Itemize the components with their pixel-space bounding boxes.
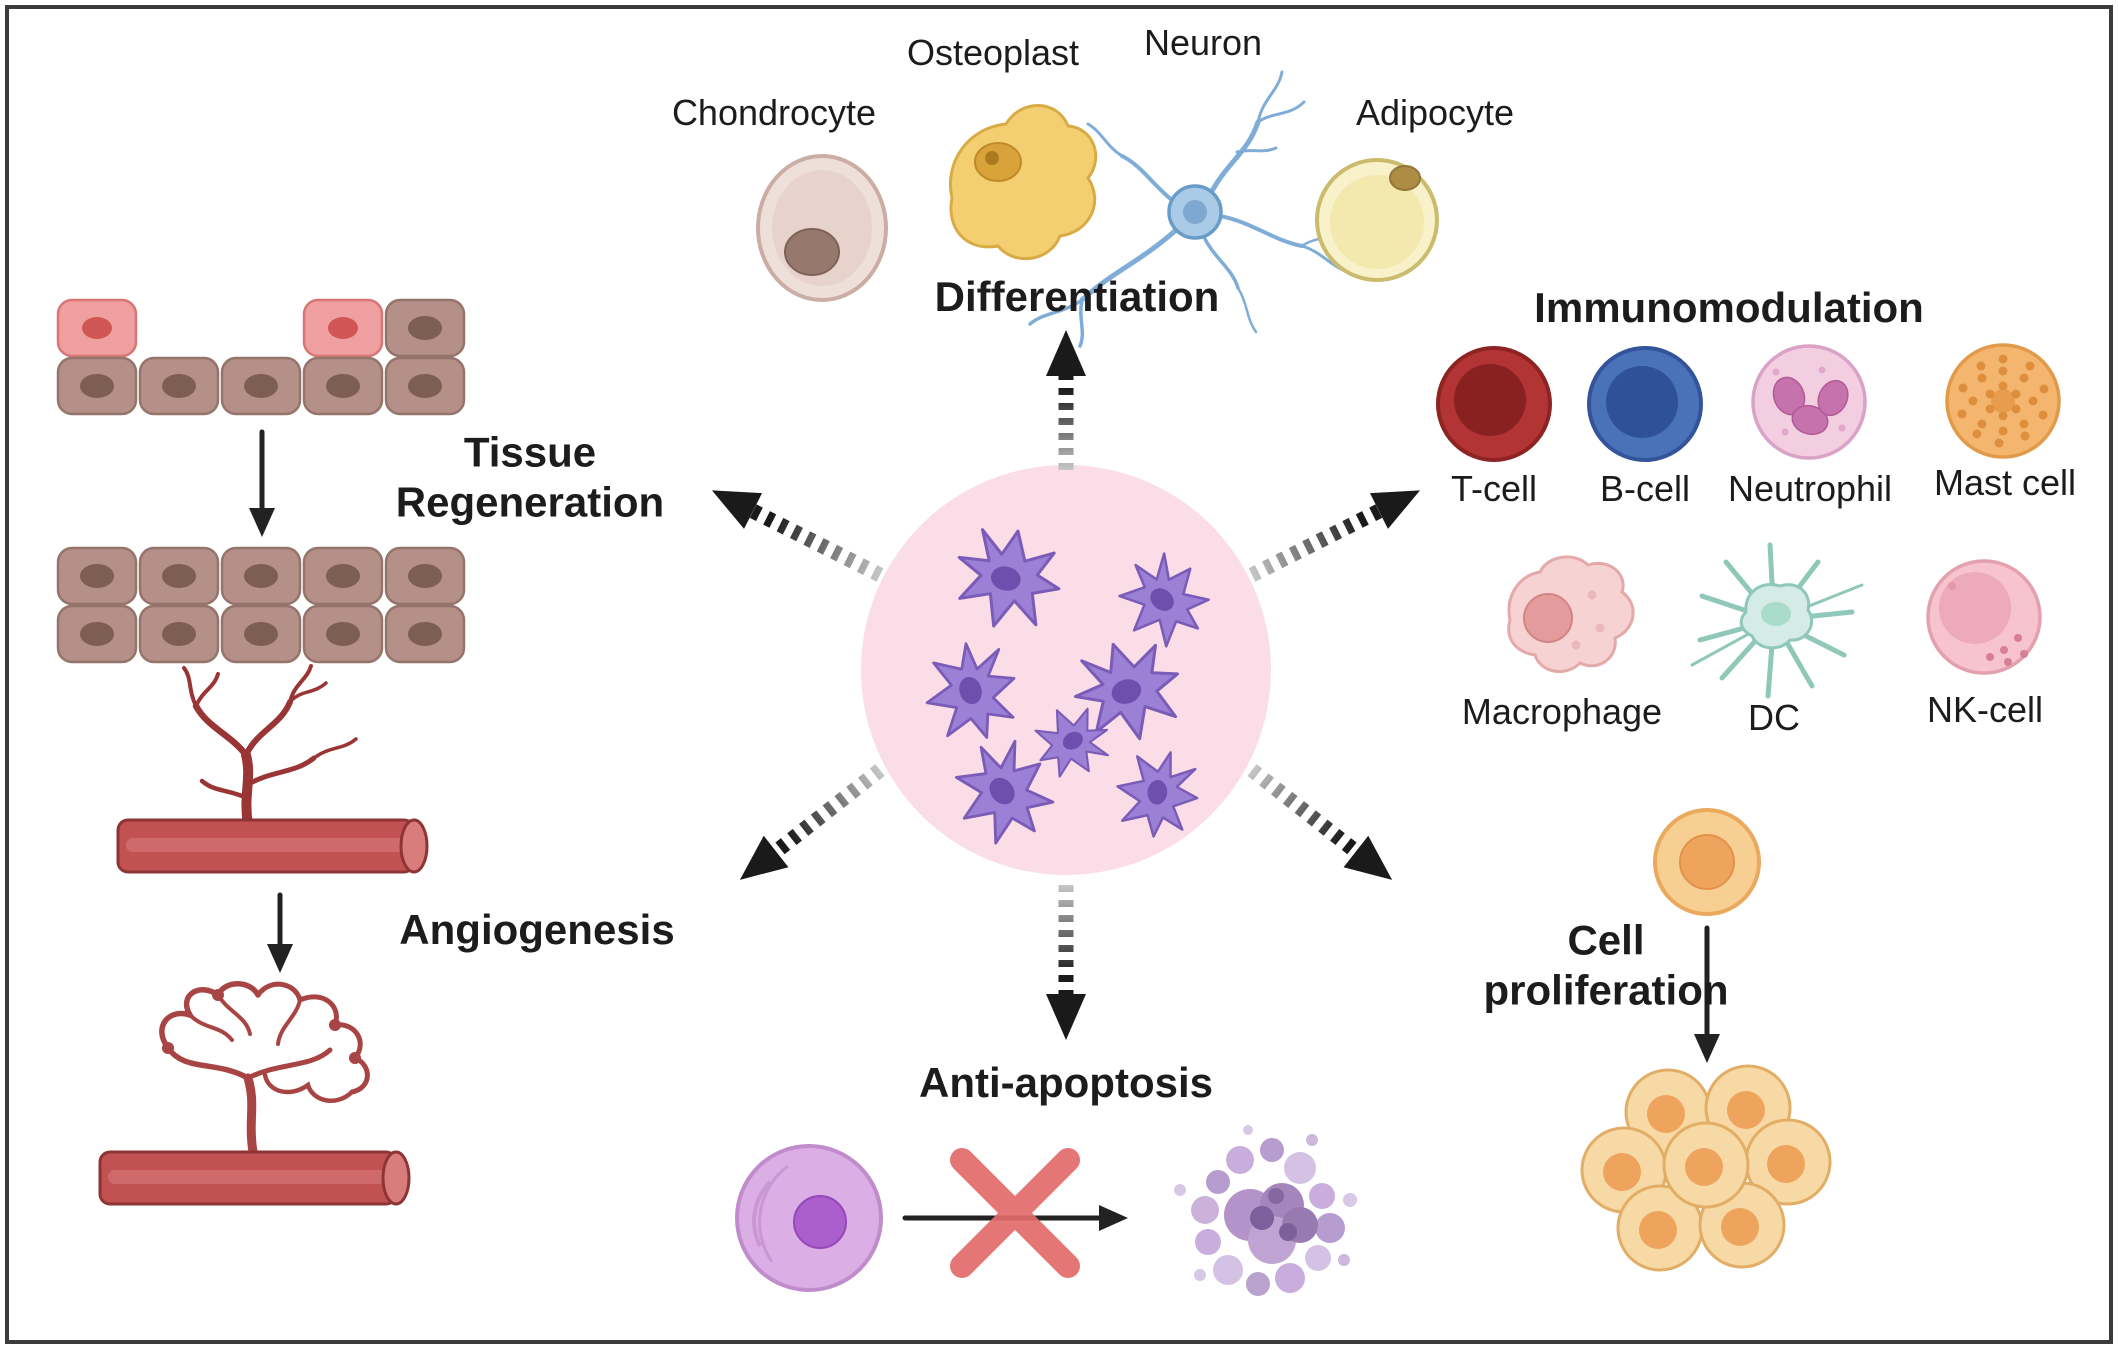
osteoplast-graphic <box>949 104 1098 261</box>
arrow-to-tissue-regeneration <box>711 490 884 582</box>
adipocyte-graphic <box>1315 158 1439 282</box>
healthy-cell-graphic <box>735 1144 883 1292</box>
immunomodulation-title: Immunomodulation <box>1534 284 1924 332</box>
differentiation-title: Differentiation <box>934 273 1220 321</box>
damaged-tissue-graphic <box>56 298 466 416</box>
msc-cluster-graphic <box>861 465 1271 875</box>
chondrocyte-label: Chondrocyte <box>671 92 877 133</box>
tissue-regeneration-title: Tissue Regeneration <box>396 427 664 526</box>
nk-cell-graphic <box>1926 559 2042 675</box>
osteoplast-label: Osteoplast <box>906 32 1080 73</box>
mast-cell-label: Mast cell <box>1933 462 2077 503</box>
b-cell-label: B-cell <box>1599 468 1691 509</box>
cell-proliferation-line1: Cell <box>1567 916 1645 964</box>
cell-proliferation-title: Cell proliferation <box>1483 915 1728 1014</box>
arrow-to-angiogenesis <box>739 764 885 880</box>
macrophage-label: Macrophage <box>1461 691 1663 732</box>
adipocyte-label: Adipocyte <box>1355 92 1515 133</box>
red-x-icon <box>950 1148 1080 1278</box>
dc-graphic <box>1690 542 1864 699</box>
proliferating-cell-graphic <box>1653 808 1761 916</box>
anti-apoptosis-title: Anti-apoptosis <box>919 1059 1213 1107</box>
neuron-label: Neuron <box>1143 22 1263 63</box>
frame-border <box>5 5 2113 1344</box>
cell-cluster-graphic <box>1580 1064 1832 1272</box>
b-cell-graphic <box>1587 346 1703 462</box>
t-cell-graphic <box>1436 346 1552 462</box>
mast-cell-graphic <box>1945 343 2061 459</box>
cell-proliferation-line2: proliferation <box>1483 966 1729 1013</box>
arrow-to-immunomodulation <box>1248 490 1421 582</box>
tissue-regeneration-line2: Regeneration <box>395 478 665 525</box>
vessel-sprout-graphic <box>116 664 429 874</box>
capillary-network-graphic <box>98 981 411 1206</box>
t-cell-label: T-cell <box>1450 468 1538 509</box>
nk-cell-label: NK-cell <box>1926 689 2044 730</box>
macrophage-graphic <box>1507 555 1635 673</box>
arrow-to-cell-proliferation <box>1247 764 1393 880</box>
dc-label: DC <box>1748 697 1800 738</box>
apoptotic-cell-graphic <box>1174 1125 1357 1296</box>
chondrocyte-graphic <box>756 154 888 302</box>
neuron-graphic <box>1028 70 1350 348</box>
tissue-regeneration-line1: Tissue <box>463 428 597 476</box>
angiogenesis-title: Angiogenesis <box>399 906 675 954</box>
neutrophil-label: Neutrophil <box>1727 468 1893 509</box>
healed-tissue-graphic <box>56 546 466 664</box>
neutrophil-graphic <box>1751 344 1867 460</box>
